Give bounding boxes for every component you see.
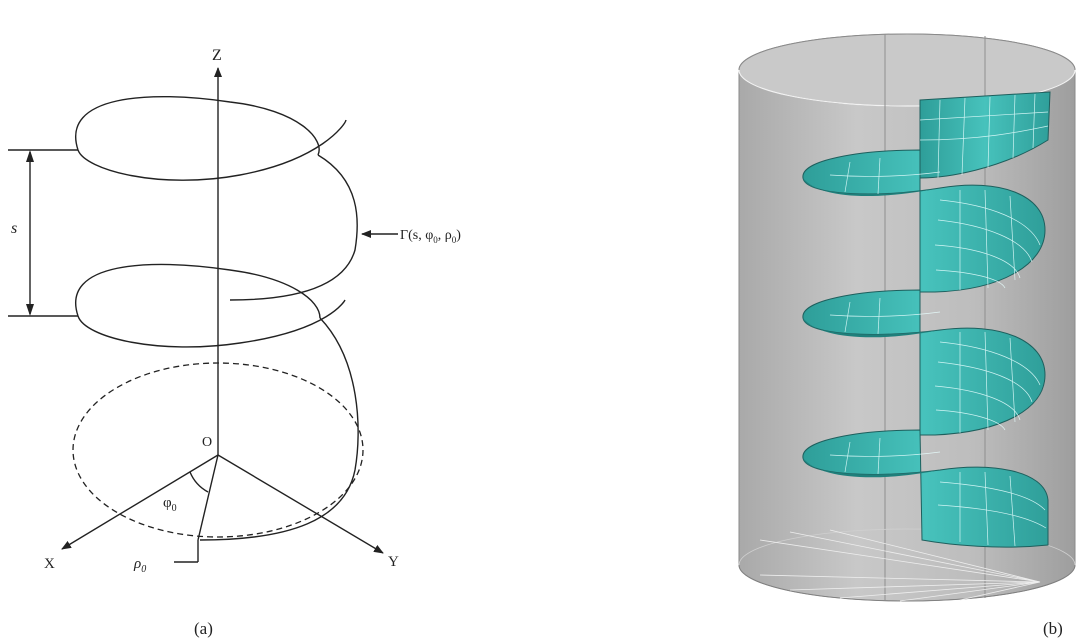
radius-line: [197, 454, 219, 541]
caption-b: (b): [1043, 619, 1063, 638]
helix-lower-back: [75, 263, 321, 319]
helix-right-descent: [229, 154, 358, 301]
pitch-arrow-top: [26, 150, 34, 162]
pitch-label: s: [11, 220, 17, 237]
helix-upper-back: [75, 96, 320, 156]
radius-label: ρ0: [133, 556, 146, 575]
y-axis-label: Y: [388, 554, 399, 570]
panel-a-diagram: Z X Y O s φ0 ρ0 Γ(s, φ0, ρ0) (a): [8, 47, 461, 638]
angle-label: φ0: [163, 495, 177, 514]
angle-arc: [189, 471, 209, 493]
helix-lower-front: [77, 299, 346, 348]
helix-flight-1: [802, 149, 1046, 293]
helix-flight-2: [802, 289, 1046, 436]
cylinder-bottom-mesh: [738, 528, 1076, 602]
base-circle-dashed: [72, 362, 364, 538]
helix-upper-front: [77, 119, 347, 181]
caption-a: (a): [194, 619, 213, 638]
x-axis: [61, 454, 219, 550]
pitch-arrow-bottom: [26, 304, 34, 316]
y-axis: [217, 454, 384, 554]
x-axis-label: X: [44, 556, 55, 572]
panel-b-render: (b): [738, 33, 1076, 638]
helix-bottom-descent: [199, 317, 359, 541]
helix-blade-top: [919, 91, 1051, 179]
curve-label: Γ(s, φ0, ρ0): [400, 228, 461, 245]
z-axis-label: Z: [212, 47, 222, 64]
origin-label: O: [202, 435, 212, 450]
helix-mesh: [829, 93, 1049, 547]
cylinder-top-rim-highlight: [738, 69, 1076, 107]
